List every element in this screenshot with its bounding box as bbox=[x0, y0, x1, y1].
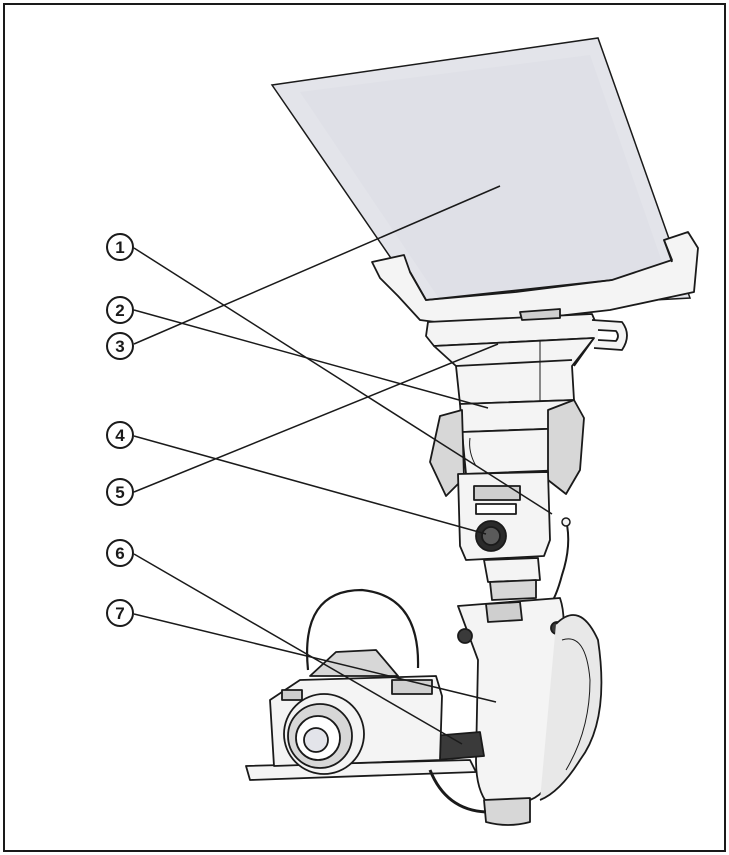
callouts: 1 2 3 4 5 6 7 bbox=[106, 233, 134, 627]
leader-lines bbox=[133, 185, 553, 745]
cord-plug bbox=[561, 517, 571, 527]
callout-5: 5 bbox=[106, 478, 134, 506]
leader-line-7 bbox=[133, 613, 497, 703]
callout-2: 2 bbox=[106, 296, 134, 324]
callout-label-6: 6 bbox=[115, 544, 124, 563]
leader-line-1 bbox=[133, 247, 553, 515]
flash-control-body bbox=[457, 471, 551, 561]
page-border bbox=[3, 3, 726, 852]
reflector-holder bbox=[371, 231, 699, 327]
callout-label-1: 1 bbox=[115, 238, 124, 257]
dial-knob bbox=[475, 520, 507, 552]
flash-head-top bbox=[425, 308, 628, 351]
leader-line-5 bbox=[133, 343, 499, 493]
callout-3: 3 bbox=[106, 332, 134, 360]
side-grips bbox=[429, 399, 585, 497]
camera-cable bbox=[306, 588, 420, 671]
sync-cord bbox=[547, 519, 570, 609]
callout-6: 6 bbox=[106, 539, 134, 567]
bounce-reflector-panel bbox=[270, 37, 692, 313]
leader-line-2 bbox=[133, 309, 489, 409]
leader-line-6 bbox=[133, 553, 463, 745]
callout-label-2: 2 bbox=[115, 301, 124, 320]
flash-head-housing bbox=[433, 337, 595, 405]
callout-label-7: 7 bbox=[115, 604, 124, 623]
callout-label-4: 4 bbox=[115, 426, 125, 445]
pistol-grip bbox=[457, 597, 603, 826]
callout-7: 7 bbox=[106, 599, 134, 627]
callout-label-3: 3 bbox=[115, 337, 124, 356]
leader-line-3 bbox=[133, 185, 501, 345]
callout-4: 4 bbox=[106, 421, 134, 449]
camera-lens bbox=[283, 693, 365, 775]
callout-label-5: 5 bbox=[115, 483, 124, 502]
callout-1: 1 bbox=[106, 233, 134, 261]
leader-line-4 bbox=[133, 435, 487, 535]
mount-connector bbox=[483, 557, 541, 601]
